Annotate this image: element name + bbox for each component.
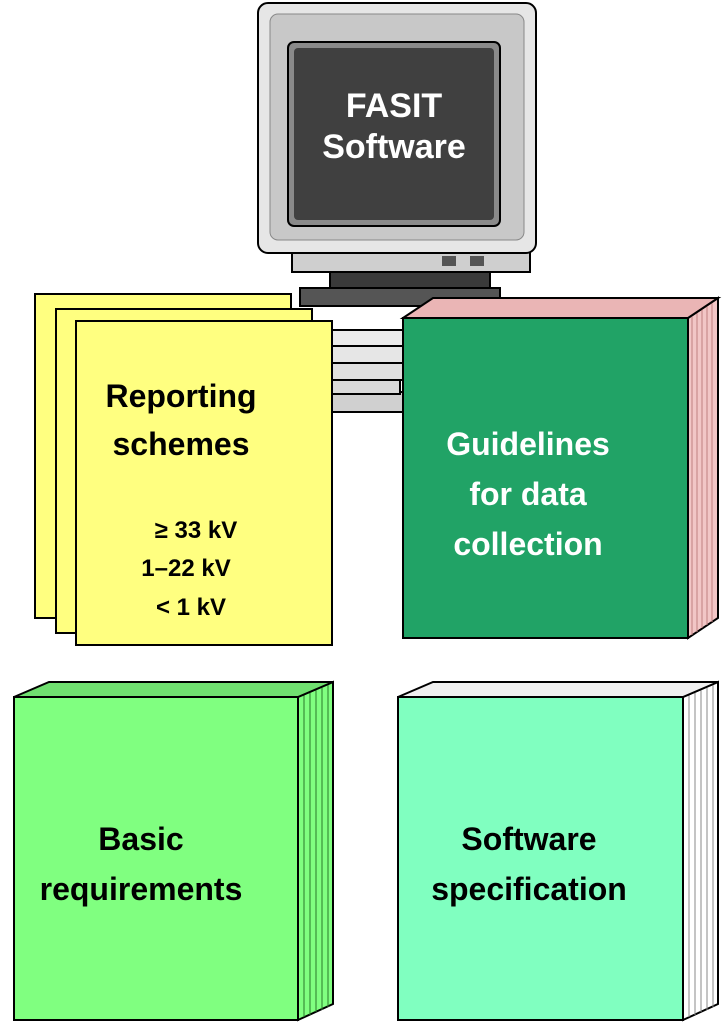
reporting-title: Reporting schemes <box>76 372 286 468</box>
computer-title-line1: FASIT <box>345 87 443 125</box>
software-spec-book <box>397 680 719 1022</box>
level-1kv: < 1 kV <box>155 593 227 621</box>
basic-requirements-book <box>13 680 334 1022</box>
basic-requirements-title: Basic requirements <box>14 815 268 915</box>
computer-icon <box>257 2 537 413</box>
guidelines-line2: for data <box>469 475 587 512</box>
reporting-pages <box>34 293 333 646</box>
spec-line2: specification <box>431 870 627 907</box>
guidelines-book <box>399 296 722 640</box>
reporting-title-line2: schemes <box>112 426 250 462</box>
basic-line2: requirements <box>39 870 243 907</box>
guidelines-title: Guidelines for data collection <box>403 420 653 570</box>
computer-title-line2: Software <box>322 128 466 167</box>
reporting-title-line1: Reporting <box>105 378 257 414</box>
reporting-levels: ≥ 33 kV 1–22 kV < 1 kV <box>96 512 276 627</box>
spec-line1: Software <box>461 821 597 857</box>
guidelines-line1: Guidelines <box>446 426 610 462</box>
computer-title: FASIT Software <box>294 86 494 169</box>
level-33kv: ≥ 33 kV <box>154 517 238 544</box>
software-spec-title: Software specification <box>398 815 660 915</box>
monitor-case <box>257 2 537 266</box>
guidelines-line3: collection <box>453 525 603 562</box>
basic-line1: Basic <box>98 821 184 857</box>
level-1-22kv: 1–22 kV <box>141 555 231 583</box>
monitor-screen <box>294 48 494 220</box>
